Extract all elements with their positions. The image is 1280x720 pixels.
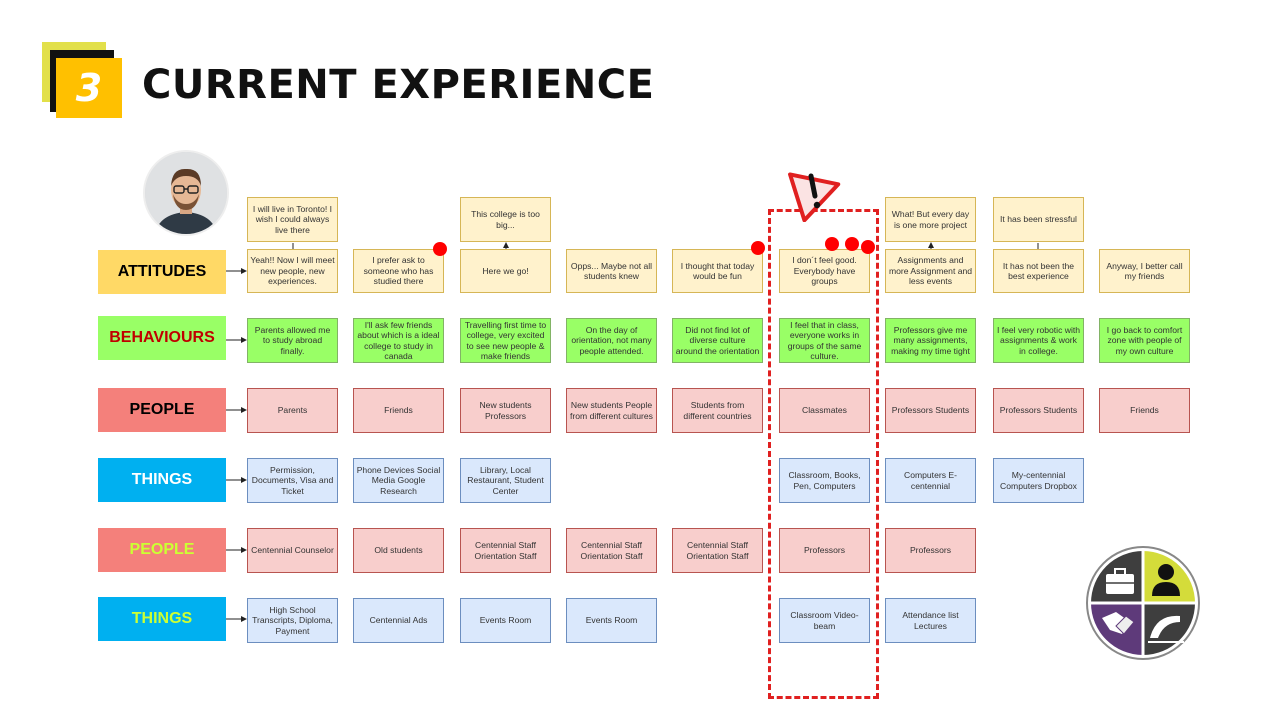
people-note: Centennial Counselor [247, 528, 338, 573]
pain-point-dot [861, 240, 875, 254]
things-note: My-centennial Computers Dropbox [993, 458, 1084, 503]
behaviour-note: Did not find lot of diverse culture arou… [672, 318, 763, 363]
things-note: Permission, Documents, Visa and Ticket [247, 458, 338, 503]
thought-note: This college is too big... [460, 197, 551, 242]
thought-note: What! But every day is one more project [885, 197, 976, 242]
attitude-note: Assignments and more Assignment and less… [885, 249, 976, 293]
things-note: High School Transcripts, Diploma, Paymen… [247, 598, 338, 643]
things-note: Classroom Video-beam [779, 598, 870, 643]
things-note: Computers E-centennial [885, 458, 976, 503]
row-label-behaviours: BEHAVIOURS [98, 316, 226, 360]
people-note: Centennial Staff Orientation Staff [566, 528, 657, 573]
things-note: Centennial Ads [353, 598, 444, 643]
people-note: Friends [1099, 388, 1190, 433]
behaviour-note: Professors give me many assignments, mak… [885, 318, 976, 363]
section-number: 3 [56, 58, 122, 118]
pain-point-dot [751, 241, 765, 255]
warning-icon [787, 160, 847, 227]
behaviour-note: I go back to comfort zone with people of… [1099, 318, 1190, 363]
people-note: New students People from different cultu… [566, 388, 657, 433]
things-note: Attendance list Lectures [885, 598, 976, 643]
attitude-note: It has not been the best experience [993, 249, 1084, 293]
people-note: Professors [885, 528, 976, 573]
behaviour-note: Travelling first time to college, very e… [460, 318, 551, 363]
attitude-note: I prefer ask to someone who has studied … [353, 249, 444, 293]
people-note: Parents [247, 388, 338, 433]
page-title: CURRENT EXPERIENCE [142, 62, 655, 108]
row-label-things: THINGS [98, 458, 226, 502]
people-note: Professors Students [993, 388, 1084, 433]
attitude-note: Anyway, I better call my friends [1099, 249, 1190, 293]
people-note: New students Professors [460, 388, 551, 433]
behaviour-note: I'll ask few friends about which is a id… [353, 318, 444, 363]
pain-point-dot [845, 237, 859, 251]
quadrant-logo [1086, 546, 1200, 665]
people-note: Centennial Staff Orientation Staff [672, 528, 763, 573]
people-note: Centennial Staff Orientation Staff [460, 528, 551, 573]
pain-point-dot [825, 237, 839, 251]
pain-point-highlight [768, 209, 879, 699]
row-label-things-2: THINGS [98, 597, 226, 641]
people-note: Professors [779, 528, 870, 573]
thought-note: I will live in Toronto! I wish I could a… [247, 197, 338, 242]
things-note: Classroom, Books, Pen, Computers [779, 458, 870, 503]
attitude-note: Here we go! [460, 249, 551, 293]
attitude-note: I don´t feel good. Everybody have groups [779, 249, 870, 293]
attitude-note: Opps... Maybe not all students knew [566, 249, 657, 293]
things-note: Events Room [566, 598, 657, 643]
people-note: Students from different countries [672, 388, 763, 433]
attitude-note: I thought that today would be fun [672, 249, 763, 293]
row-label-people-2: PEOPLE [98, 528, 226, 572]
thought-note: It has been stressful [993, 197, 1084, 242]
people-note: Professors Students [885, 388, 976, 433]
row-label-attitudes: ATTITUDES [98, 250, 226, 294]
behaviour-note: I feel that in class, everyone works in … [779, 318, 870, 363]
behaviour-note: On the day of orientation, not many peop… [566, 318, 657, 363]
behaviour-note: Parents allowed me to study abroad final… [247, 318, 338, 363]
pain-point-dot [433, 242, 447, 256]
people-note: Friends [353, 388, 444, 433]
persona-avatar [143, 150, 229, 236]
attitude-note: Yeah!! Now I will meet new people, new e… [247, 249, 338, 293]
row-label-people: PEOPLE [98, 388, 226, 432]
things-note: Events Room [460, 598, 551, 643]
people-note: Classmates [779, 388, 870, 433]
people-note: Old students [353, 528, 444, 573]
behaviour-note: I feel very robotic with assignments & w… [993, 318, 1084, 363]
things-note: Phone Devices Social Media Google Resear… [353, 458, 444, 503]
things-note: Library, Local Restaurant, Student Cente… [460, 458, 551, 503]
